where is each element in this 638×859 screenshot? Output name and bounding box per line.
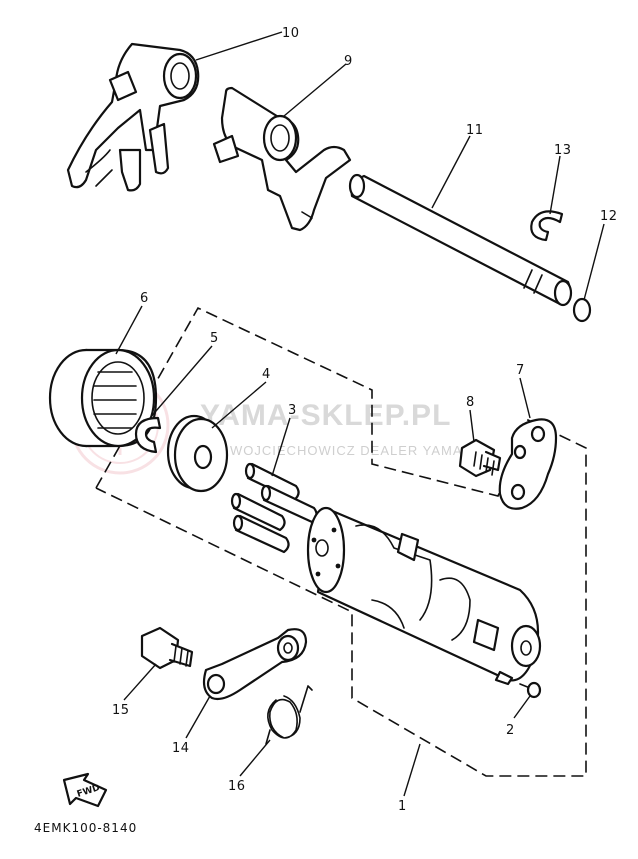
washer-4	[166, 414, 229, 493]
plug-12	[572, 297, 592, 323]
clip-5	[134, 416, 162, 454]
watermark-title: YAMA-SKLEP.PL	[200, 399, 451, 432]
callout-9: 9	[344, 54, 353, 69]
callout-4: 4	[262, 367, 271, 382]
callout-16: 16	[228, 779, 246, 794]
callouts: 10 9 11 13 12 6 5 4 3 7 8 2 1 15 14 16	[112, 26, 618, 814]
callout-15: 15	[112, 703, 130, 718]
callout-8: 8	[466, 395, 475, 410]
pins-3	[230, 462, 318, 554]
spring-16	[265, 685, 313, 745]
callout-2: 2	[506, 723, 515, 738]
circlip-13	[530, 210, 564, 242]
bearing-6	[48, 348, 158, 448]
pin	[230, 492, 286, 532]
bolt-8	[458, 438, 502, 478]
callout-13: 13	[554, 143, 572, 158]
shift-fork-9	[212, 86, 352, 232]
fwd-arrow-icon: FWD	[62, 772, 108, 808]
callout-7: 7	[516, 363, 525, 378]
stopper-lever-14	[202, 628, 308, 701]
screw-2	[519, 681, 542, 699]
shift-fork-10	[66, 42, 200, 192]
watermark-subtitle: WOJCIECHOWICZ DEALER YAMAHA	[230, 443, 483, 458]
segment-plate-7	[498, 418, 558, 510]
callout-5: 5	[210, 331, 219, 346]
callout-3: 3	[288, 403, 297, 418]
pin	[244, 462, 300, 502]
callout-6: 6	[140, 291, 149, 306]
shift-shaft-11	[348, 173, 573, 307]
callout-14: 14	[172, 741, 190, 756]
diagram-code: 4EMK100-8140	[34, 821, 137, 835]
pin	[232, 514, 290, 554]
shift-drum-1	[306, 506, 542, 686]
bolt-15	[140, 626, 194, 670]
leader-lines	[115, 31, 605, 797]
callout-10: 10	[282, 26, 300, 41]
callout-1: 1	[398, 799, 407, 814]
callout-12: 12	[600, 209, 618, 224]
callout-11: 11	[466, 123, 484, 138]
assembly-outline	[95, 306, 587, 777]
